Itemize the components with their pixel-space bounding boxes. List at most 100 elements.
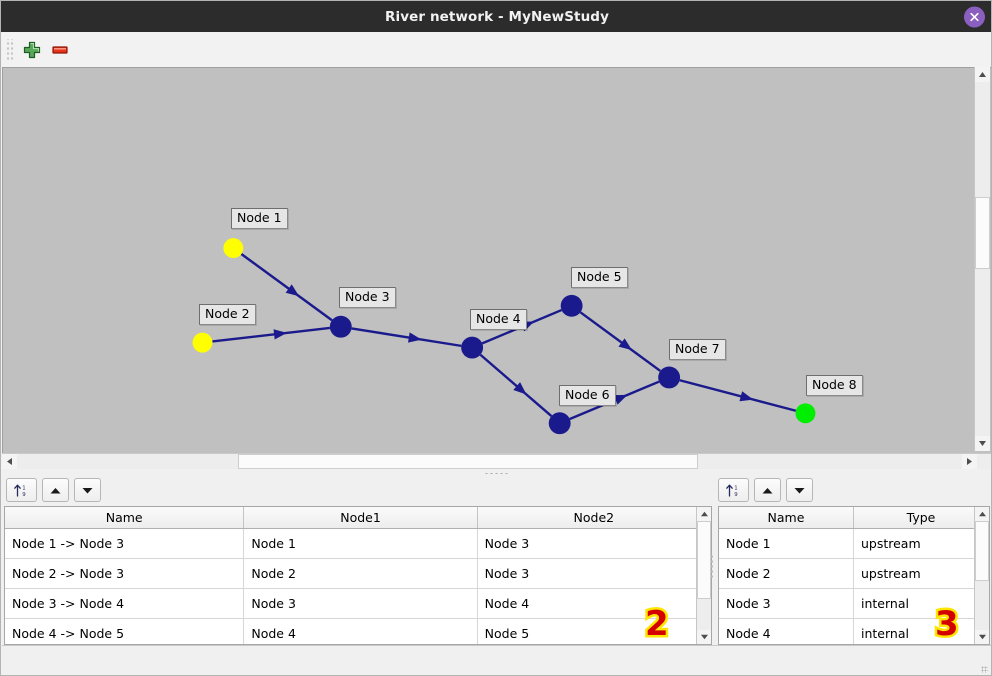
links-vscroll-thumb[interactable]: [697, 521, 711, 599]
graph-node[interactable]: [223, 238, 244, 259]
graph-edge[interactable]: [479, 353, 553, 417]
nodes-scroll-up-icon[interactable]: [975, 507, 989, 521]
graph-edge-arrow: [285, 284, 300, 297]
column-header[interactable]: Node1: [243, 507, 478, 529]
graph-horizontal-scrollbar[interactable]: [2, 453, 991, 469]
toolbar-drag-handle[interactable]: [5, 38, 14, 61]
nodes-scroll-down-icon[interactable]: [975, 630, 989, 644]
table-cell[interactable]: Node 3: [477, 528, 711, 559]
graph-node[interactable]: [795, 403, 816, 424]
remove-node-icon[interactable]: [46, 36, 74, 64]
nodes-panel-toolbar: 1 9: [714, 474, 991, 506]
column-header[interactable]: Node2: [477, 507, 711, 529]
resize-grip-icon[interactable]: [981, 666, 988, 673]
table-cell[interactable]: Node 1: [719, 528, 854, 559]
table-cell[interactable]: Node 3: [477, 558, 711, 589]
nodes-vscroll-thumb[interactable]: [975, 521, 989, 581]
add-node-icon[interactable]: [18, 36, 46, 64]
graph-edge-arrow: [618, 338, 632, 351]
graph-node[interactable]: [658, 366, 681, 389]
graph-node[interactable]: [560, 294, 583, 317]
column-header[interactable]: Type: [853, 507, 989, 529]
graph-node-label[interactable]: Node 4: [470, 309, 527, 330]
nodes-panel-drag-handle[interactable]: [710, 554, 715, 580]
svg-text:9: 9: [22, 492, 26, 498]
graph-vertical-scrollbar[interactable]: [974, 67, 990, 451]
graph-node-label[interactable]: Node 2: [199, 304, 256, 325]
river-network-graph[interactable]: Node 1 Node 2 Node 3 Node 4 Node 5 Node 6 Node…: [2, 67, 991, 469]
column-header[interactable]: Name: [719, 507, 854, 529]
table-cell[interactable]: internal: [853, 588, 989, 619]
graph-node-label[interactable]: Node 7: [669, 339, 726, 360]
table-cell[interactable]: upstream: [853, 528, 989, 559]
graph-edge[interactable]: [212, 326, 331, 343]
graph-vscroll-thumb[interactable]: [975, 197, 990, 269]
graph-node-label[interactable]: Node 6: [559, 385, 616, 406]
table-cell[interactable]: Node 4: [719, 618, 854, 644]
links-scroll-up-icon[interactable]: [697, 507, 711, 521]
links-sort-icon[interactable]: 1 9: [6, 478, 37, 502]
panel-splitter[interactable]: [2, 469, 991, 477]
graph-node[interactable]: [329, 315, 352, 338]
graph-node-label[interactable]: Node 1: [231, 208, 288, 229]
table-cell[interactable]: Node 2 -> Node 3: [5, 558, 245, 589]
graph-canvas: [192, 238, 816, 435]
table-cell[interactable]: Node 3: [243, 588, 478, 619]
scroll-down-icon[interactable]: [975, 436, 990, 451]
links-scroll-down-icon[interactable]: [697, 630, 711, 644]
graph-node[interactable]: [548, 412, 571, 435]
svg-text:1: 1: [22, 485, 25, 491]
table-cell[interactable]: Node 3: [719, 588, 854, 619]
scroll-right-icon[interactable]: [962, 454, 977, 469]
graph-node[interactable]: [192, 332, 213, 353]
graph-edge-arrow: [513, 382, 527, 395]
links-move-up-icon[interactable]: [42, 478, 69, 502]
title-bar: River network - MyNewStudy: [1, 1, 991, 32]
graph-node[interactable]: [461, 336, 484, 359]
table-cell[interactable]: upstream: [853, 558, 989, 589]
links-table-vertical-scrollbar[interactable]: [696, 507, 711, 644]
status-strip: [2, 645, 991, 675]
table-cell[interactable]: Node 1: [243, 528, 478, 559]
graph-edge[interactable]: [579, 311, 662, 372]
graph-edge[interactable]: [240, 253, 333, 322]
scroll-left-icon[interactable]: [2, 454, 17, 469]
nodes-sort-icon[interactable]: 1 9: [718, 478, 749, 502]
nodes-table-vertical-scrollbar[interactable]: [974, 507, 989, 644]
nodes-move-up-icon[interactable]: [754, 478, 781, 502]
table-cell[interactable]: Node 4 -> Node 5: [5, 618, 245, 644]
graph-hscroll-thumb[interactable]: [238, 454, 698, 469]
graph-edge[interactable]: [351, 327, 462, 348]
table-cell[interactable]: Node 5: [477, 618, 711, 644]
close-icon[interactable]: [964, 6, 985, 27]
links-move-down-icon[interactable]: [74, 478, 101, 502]
column-header[interactable]: Name: [5, 507, 245, 529]
splitter-grip-icon: [484, 471, 510, 475]
graph-edge[interactable]: [679, 379, 797, 412]
table-cell[interactable]: internal: [853, 618, 989, 644]
graph-node-label[interactable]: Node 3: [339, 287, 396, 308]
table-cell[interactable]: Node 4: [243, 618, 478, 644]
graph-node-label[interactable]: Node 8: [806, 375, 863, 396]
table-cell[interactable]: Node 1 -> Node 3: [5, 528, 245, 559]
graph-node-label[interactable]: Node 5: [571, 267, 628, 288]
nodes-move-down-icon[interactable]: [786, 478, 813, 502]
table-cell[interactable]: Node 4: [477, 588, 711, 619]
table-cell[interactable]: Node 2: [719, 558, 854, 589]
table-cell[interactable]: Node 2: [243, 558, 478, 589]
scroll-up-icon[interactable]: [975, 67, 990, 82]
table-cell[interactable]: Node 3 -> Node 4: [5, 588, 245, 619]
